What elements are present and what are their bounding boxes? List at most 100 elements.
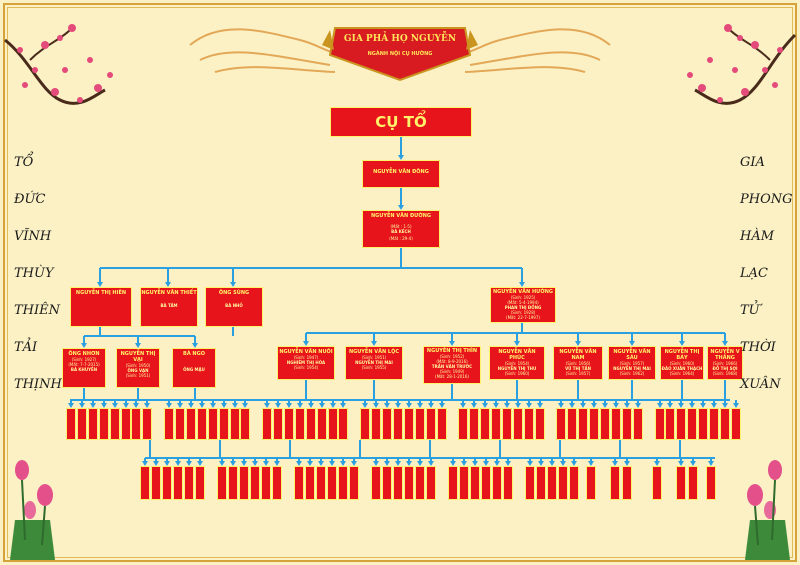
gen6-member-box[interactable] (688, 466, 698, 500)
gen6-member-box[interactable] (173, 466, 183, 500)
gen5-member-box[interactable] (371, 408, 381, 440)
gen3-box-huong[interactable]: NGUYỄN VĂN HƯỜNG (Sinh: 1925) (Mất: 5-4-… (490, 287, 556, 323)
gen5-member-box[interactable] (502, 408, 512, 440)
gen6-member-box[interactable] (415, 466, 425, 500)
gen5-member-box[interactable] (306, 408, 316, 440)
gen5-member-box[interactable] (393, 408, 403, 440)
gen6-member-box[interactable] (448, 466, 458, 500)
gen5-member-box[interactable] (698, 408, 708, 440)
gen5-member-box[interactable] (556, 408, 566, 440)
gen6-member-box[interactable] (184, 466, 194, 500)
gen1-box[interactable]: NGUYỄN VĂN ĐÔNG (362, 160, 440, 188)
gen6-member-box[interactable] (547, 466, 557, 500)
gen6-member-box[interactable] (503, 466, 513, 500)
gen4-box[interactable]: NGUYỄN VĂN PHÚC (Sinh: 1954) NGUYỄN THỊ … (489, 346, 545, 380)
gen6-member-box[interactable] (393, 466, 403, 500)
root-ancestor-box[interactable]: CỤ TỔ (330, 107, 472, 137)
gen5-member-box[interactable] (164, 408, 174, 440)
gen3-box-thiet[interactable]: NGUYỄN VĂN THIẾT BÀ TÂM (140, 287, 198, 327)
gen5-member-box[interactable] (77, 408, 87, 440)
gen5-member-box[interactable] (317, 408, 327, 440)
gen6-member-box[interactable] (217, 466, 227, 500)
gen6-member-box[interactable] (294, 466, 304, 500)
gen5-member-box[interactable] (197, 408, 207, 440)
gen6-member-box[interactable] (195, 466, 205, 500)
gen5-member-box[interactable] (535, 408, 545, 440)
gen6-member-box[interactable] (492, 466, 502, 500)
gen4-box[interactable]: NGUYỄN THỊ THÌN (Sinh: 1952) (Mất: 8-9-2… (423, 346, 481, 384)
gen6-member-box[interactable] (706, 466, 716, 500)
gen6-member-box[interactable] (338, 466, 348, 500)
gen4-box[interactable]: NGUYỄN V THẮNG (Sinh: 1966) ĐỖ THỊ SỢI (… (707, 346, 743, 380)
gen5-member-box[interactable] (121, 408, 131, 440)
gen5-member-box[interactable] (219, 408, 229, 440)
gen5-member-box[interactable] (524, 408, 534, 440)
gen5-member-box[interactable] (262, 408, 272, 440)
gen5-member-box[interactable] (66, 408, 76, 440)
gen5-member-box[interactable] (415, 408, 425, 440)
gen4-box[interactable]: ÔNG NHƠN (Sinh: 1927) (Mất: 7-7-2015) BÀ… (62, 348, 106, 388)
gen5-member-box[interactable] (186, 408, 196, 440)
gen6-member-box[interactable] (140, 466, 150, 500)
gen4-box[interactable]: NGUYỄN VĂN NUÔI (Sinh: 1947) NGHIÊM THỊ … (277, 346, 335, 380)
gen6-member-box[interactable] (610, 466, 620, 500)
gen6-member-box[interactable] (305, 466, 315, 500)
gen6-member-box[interactable] (162, 466, 172, 500)
gen5-member-box[interactable] (295, 408, 305, 440)
gen5-member-box[interactable] (175, 408, 185, 440)
gen5-member-box[interactable] (99, 408, 109, 440)
gen5-member-box[interactable] (611, 408, 621, 440)
gen4-box[interactable]: NGUYỄN THỊ VẠI (Sinh: 1950) ÔNG VẠN (Sin… (116, 348, 160, 388)
gen3-box-sung[interactable]: ÔNG SÙNG BÀ NHỎ (205, 287, 263, 327)
gen5-member-box[interactable] (142, 408, 152, 440)
gen5-member-box[interactable] (240, 408, 250, 440)
gen6-member-box[interactable] (470, 466, 480, 500)
gen5-member-box[interactable] (328, 408, 338, 440)
gen5-member-box[interactable] (709, 408, 719, 440)
gen6-member-box[interactable] (228, 466, 238, 500)
gen4-box[interactable]: NGUYỄN VĂN SÁU (Sinh: 1957) NGUYỄN THỊ M… (608, 346, 656, 380)
gen5-member-box[interactable] (469, 408, 479, 440)
gen4-box[interactable]: BÀ NGO ÔNG MẬU (172, 348, 216, 388)
gen5-member-box[interactable] (284, 408, 294, 440)
gen5-member-box[interactable] (687, 408, 697, 440)
gen6-member-box[interactable] (272, 466, 282, 500)
gen5-member-box[interactable] (578, 408, 588, 440)
gen6-member-box[interactable] (382, 466, 392, 500)
gen6-member-box[interactable] (459, 466, 469, 500)
gen6-member-box[interactable] (622, 466, 632, 500)
gen5-member-box[interactable] (458, 408, 468, 440)
gen6-member-box[interactable] (404, 466, 414, 500)
gen5-member-box[interactable] (665, 408, 675, 440)
gen6-member-box[interactable] (316, 466, 326, 500)
gen6-member-box[interactable] (151, 466, 161, 500)
gen2-box[interactable]: NGUYỄN VĂN ĐƯỜNG (Mất : 1-5) BÀ KÉCH (Mấ… (362, 210, 440, 248)
gen6-member-box[interactable] (327, 466, 337, 500)
gen5-member-box[interactable] (382, 408, 392, 440)
gen5-member-box[interactable] (513, 408, 523, 440)
gen5-member-box[interactable] (208, 408, 218, 440)
gen6-member-box[interactable] (558, 466, 568, 500)
gen3-box-hien[interactable]: NGUYỄN THỊ HIÊN (70, 287, 132, 327)
gen6-member-box[interactable] (536, 466, 546, 500)
gen5-member-box[interactable] (426, 408, 436, 440)
gen6-member-box[interactable] (569, 466, 579, 500)
gen4-box[interactable]: NGUYỄN THỊ BẢY (Sinh: 1960) ĐÀO XUÂN THẠ… (660, 346, 704, 380)
gen5-member-box[interactable] (676, 408, 686, 440)
gen6-member-box[interactable] (481, 466, 491, 500)
gen6-member-box[interactable] (426, 466, 436, 500)
gen6-member-box[interactable] (586, 466, 596, 500)
gen6-member-box[interactable] (652, 466, 662, 500)
gen6-member-box[interactable] (261, 466, 271, 500)
gen6-member-box[interactable] (525, 466, 535, 500)
gen5-member-box[interactable] (731, 408, 741, 440)
gen5-member-box[interactable] (589, 408, 599, 440)
gen5-member-box[interactable] (720, 408, 730, 440)
gen5-member-box[interactable] (338, 408, 348, 440)
gen6-member-box[interactable] (239, 466, 249, 500)
gen5-member-box[interactable] (437, 408, 447, 440)
gen4-box[interactable]: NGUYỄN VĂN NAM (Sinh: 1956) VŨ THỊ TẦN (… (553, 346, 603, 380)
gen6-member-box[interactable] (250, 466, 260, 500)
gen5-member-box[interactable] (404, 408, 414, 440)
gen5-member-box[interactable] (88, 408, 98, 440)
